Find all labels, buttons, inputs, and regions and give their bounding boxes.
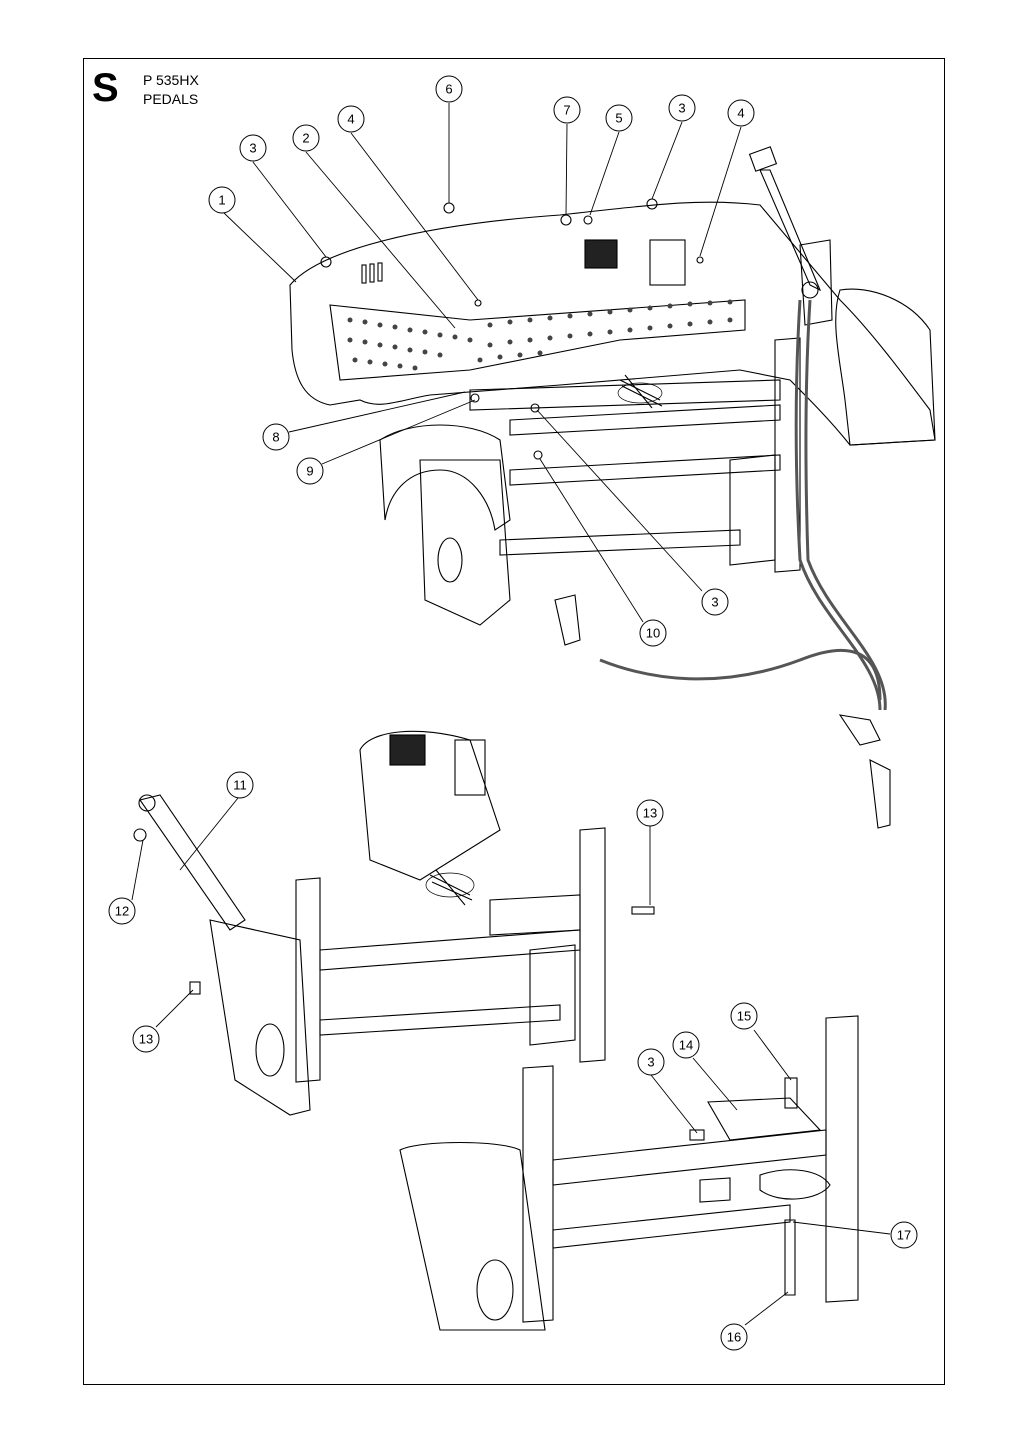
upper-frame: [469, 379, 781, 411]
svg-text:3: 3: [249, 141, 256, 156]
cable-3: [599, 648, 882, 701]
bottom-side-plate: [399, 1141, 546, 1331]
svg-text:10: 10: [646, 626, 660, 641]
right-upright: [579, 827, 606, 1063]
callout-9: 9: [296, 457, 324, 485]
pedal-mount-bracket: [707, 1097, 822, 1141]
bottom-left-upright: [522, 1065, 554, 1323]
callout-6: 6: [435, 75, 463, 103]
svg-text:9: 9: [306, 464, 313, 479]
section-letter: S: [92, 66, 119, 110]
svg-text:7: 7: [563, 103, 570, 118]
callout-5: 5: [605, 104, 633, 132]
svg-text:13: 13: [139, 1032, 153, 1047]
svg-text:16: 16: [727, 1330, 741, 1345]
callout-7: 7: [553, 96, 581, 124]
middle-assembly: [133, 730, 655, 1116]
pivot-pin: [784, 1219, 796, 1296]
callout-3-top-right: 3: [668, 94, 696, 122]
callout-13-right: 13: [636, 799, 664, 827]
svg-text:1: 1: [218, 193, 225, 208]
svg-text:3: 3: [647, 1055, 654, 1070]
cable-2: [804, 299, 887, 711]
svg-text:8: 8: [272, 430, 279, 445]
callout-16: 16: [720, 1323, 748, 1351]
spring-assembly: [759, 1169, 831, 1200]
svg-text:3: 3: [711, 595, 718, 610]
control-lever: [759, 169, 822, 292]
callout-4-right: 4: [727, 99, 755, 127]
svg-text:3: 3: [678, 101, 685, 116]
leader-lines: [131, 103, 891, 1326]
callout-8: 8: [262, 423, 290, 451]
callout-bubbles: 6 7 5 3 4 4 2 3 1 8 9 3 10 11 12 13 13 3…: [108, 75, 918, 1351]
svg-text:14: 14: [679, 1038, 693, 1053]
mesh-area: [329, 299, 746, 381]
cross-beam: [319, 929, 581, 971]
callout-3-top-left: 3: [239, 134, 267, 162]
right-fender: [835, 288, 936, 446]
callout-10: 10: [639, 619, 667, 647]
svg-text:17: 17: [897, 1228, 911, 1243]
svg-text:2: 2: [302, 131, 309, 146]
callout-2: 2: [292, 124, 320, 152]
section-title: PEDALS: [143, 91, 199, 107]
pedal-arm: [139, 794, 246, 931]
callout-4-left: 4: [337, 105, 365, 133]
callout-13-left: 13: [132, 1025, 160, 1053]
left-bracket: [419, 459, 511, 626]
left-upright: [295, 877, 321, 1083]
cable-1: [794, 299, 882, 711]
callout-14: 14: [672, 1031, 700, 1059]
svg-text:11: 11: [233, 778, 247, 793]
svg-text:4: 4: [737, 106, 744, 121]
svg-text:15: 15: [737, 1009, 751, 1024]
svg-text:12: 12: [115, 904, 129, 919]
left-side-plate: [209, 919, 311, 1116]
callout-11: 11: [226, 771, 254, 799]
top-assembly: [289, 146, 936, 829]
mesh-holes: [347, 299, 733, 371]
bottom-assembly: [399, 1015, 859, 1331]
left-fender: [379, 424, 511, 531]
callout-17: 17: [890, 1221, 918, 1249]
callout-1: 1: [208, 186, 236, 214]
svg-text:5: 5: [615, 111, 622, 126]
svg-text:13: 13: [643, 806, 657, 821]
callout-3-bottom: 3: [637, 1048, 665, 1076]
bottom-cross-beam: [552, 1129, 827, 1186]
bottom-right-upright: [825, 1015, 859, 1303]
svg-text:6: 6: [445, 82, 452, 97]
callout-15: 15: [730, 1002, 758, 1030]
pedal-bracket: [359, 730, 501, 881]
model-number: P 535HX: [143, 72, 199, 88]
callout-12: 12: [108, 897, 136, 925]
svg-text:4: 4: [347, 112, 354, 127]
footrest-plate: [289, 201, 936, 446]
callout-3-middle: 3: [701, 588, 729, 616]
page-frame: [83, 58, 945, 1385]
